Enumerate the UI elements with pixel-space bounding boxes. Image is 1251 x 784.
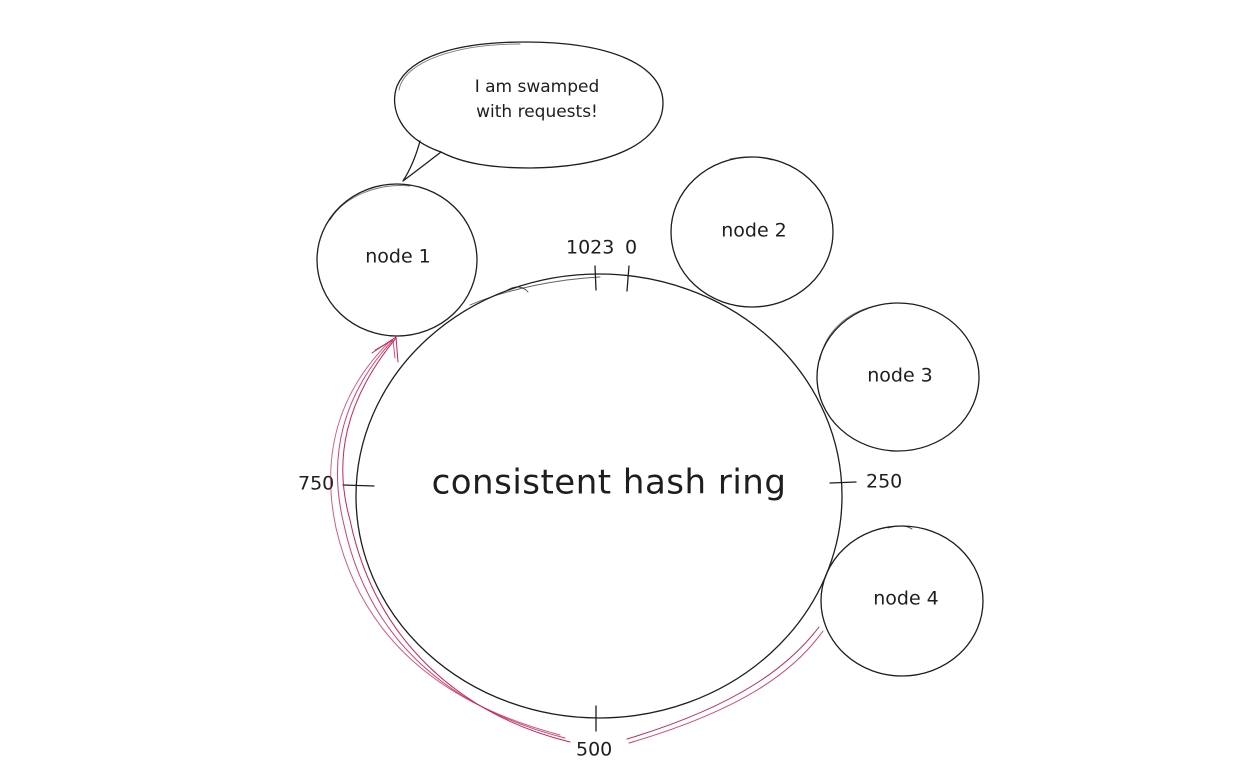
node-1-circle — [316, 183, 478, 337]
tick-label-500: 500 — [576, 739, 612, 761]
speech-bubble-line-2: with requests! — [476, 102, 598, 122]
speech-bubble-outline — [393, 41, 664, 169]
node-3-circle — [816, 302, 980, 452]
hash-ring-title: consistent hash ring — [432, 463, 787, 503]
tick-250 — [829, 481, 857, 484]
tick-label-0: 0 — [625, 237, 637, 259]
ring-ticks: 1023 0 250 500 750 — [298, 237, 902, 761]
node-1-label: node 1 — [365, 246, 431, 268]
node-2-label: node 2 — [721, 220, 787, 242]
hash-ring: consistent hash ring — [355, 273, 843, 719]
tick-label-1023: 1023 — [566, 237, 614, 259]
arrow-node4-to-500 — [626, 626, 820, 740]
tick-0 — [626, 265, 630, 292]
node-3-label: node 3 — [867, 365, 933, 387]
hash-ring-circle — [355, 273, 843, 719]
node-1: node 1 — [316, 183, 478, 337]
tick-label-750: 750 — [298, 473, 334, 495]
request-arrows — [330, 336, 824, 744]
node-2: node 2 — [670, 156, 834, 308]
node-4: node 4 — [820, 525, 984, 677]
speech-bubble-line-1: I am swamped — [475, 77, 600, 97]
speech-bubble: I am swamped with requests! — [393, 41, 664, 182]
tick-750 — [342, 484, 375, 487]
tick-1023 — [594, 265, 597, 291]
tick-label-250: 250 — [866, 471, 902, 493]
arrow-500-to-node1 — [342, 337, 571, 743]
node-3: node 3 — [816, 302, 980, 452]
speech-bubble-tail — [402, 140, 442, 182]
node-4-label: node 4 — [873, 588, 939, 610]
